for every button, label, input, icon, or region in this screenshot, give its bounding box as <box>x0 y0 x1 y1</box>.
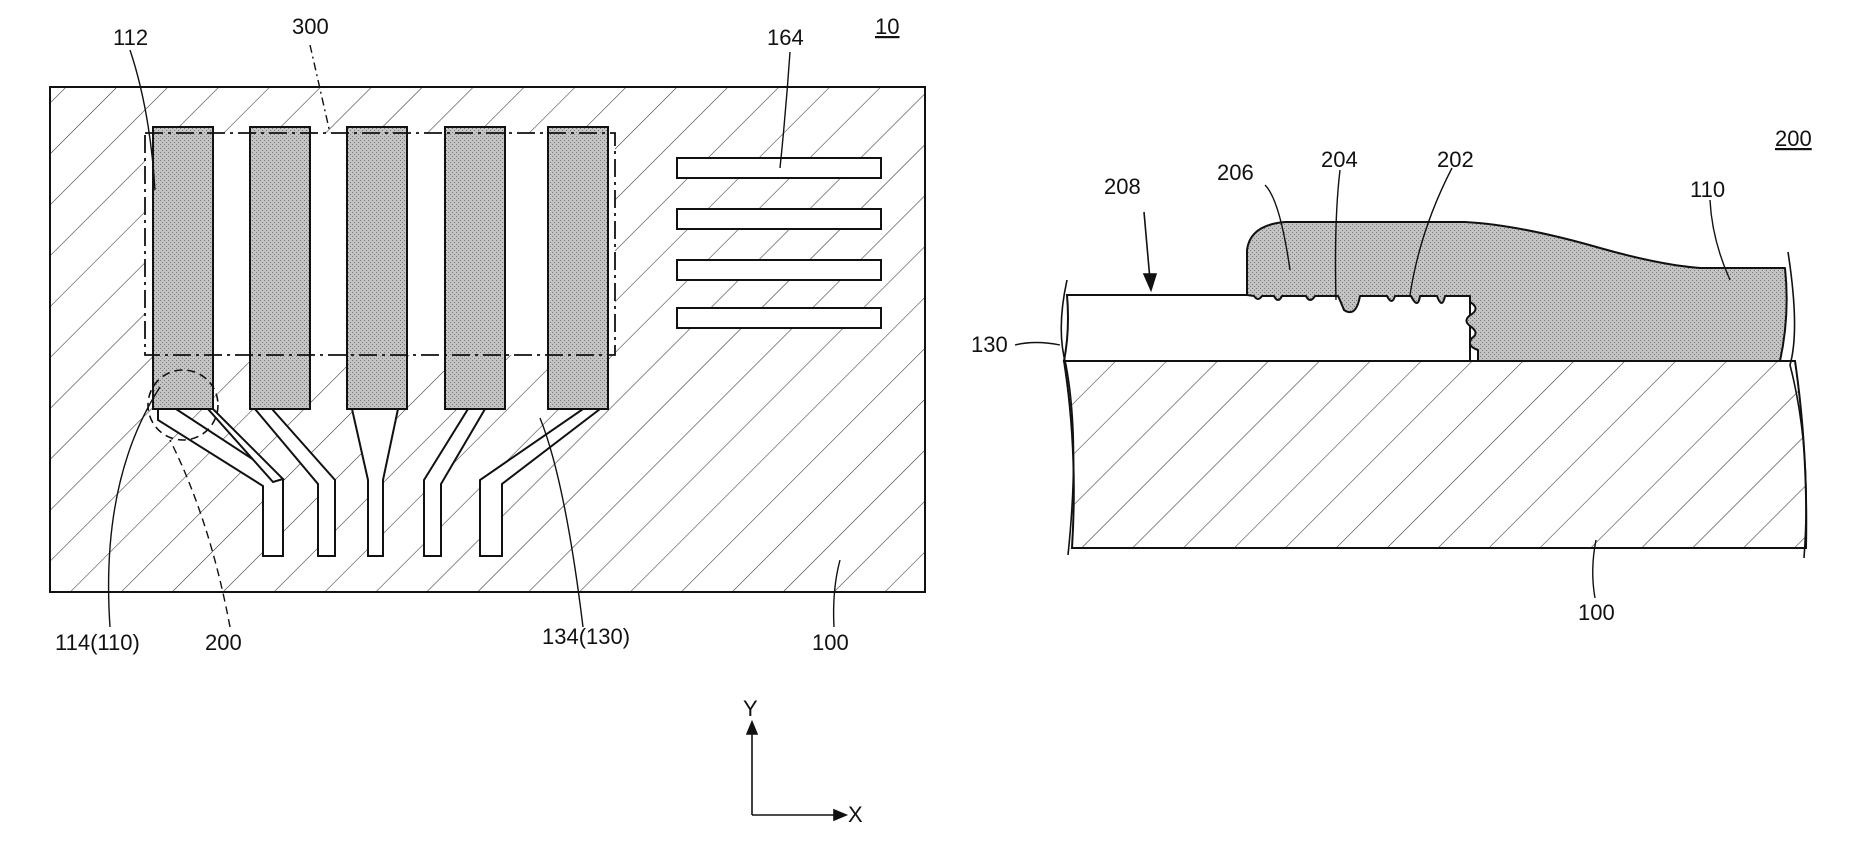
label-202: 202 <box>1437 147 1474 172</box>
label-300: 300 <box>292 14 329 39</box>
layer-130 <box>1064 295 1470 361</box>
arrow-208 <box>1144 212 1156 290</box>
label-100-left: 100 <box>812 630 849 655</box>
label-110: 110 <box>1690 177 1725 202</box>
left-figure: 112 300 10 164 114(110) 200 134(130) 100… <box>50 14 925 827</box>
arrow-208-icon <box>1144 274 1156 290</box>
label-204: 204 <box>1321 147 1358 172</box>
right-figure: 200 208 206 204 202 110 130 100 <box>971 126 1812 625</box>
substrate-100-right <box>1064 361 1806 548</box>
label-134-130: 134(130) <box>542 624 630 649</box>
label-10: 10 <box>875 14 899 39</box>
label-206: 206 <box>1217 160 1254 185</box>
axes-indicator <box>747 722 846 820</box>
label-114-110: 114(110) <box>55 630 140 655</box>
y-arrow-icon <box>747 722 757 734</box>
label-100-right: 100 <box>1578 600 1615 625</box>
label-112: 112 <box>113 25 148 50</box>
leader-130 <box>1015 343 1060 346</box>
label-200-ref: 200 <box>1775 126 1812 151</box>
x-arrow-icon <box>834 810 846 820</box>
axis-x-label: X <box>848 802 863 827</box>
label-208: 208 <box>1104 174 1141 199</box>
label-130: 130 <box>971 332 1008 357</box>
axis-y-label: Y <box>743 696 758 721</box>
label-164: 164 <box>767 25 804 50</box>
label-200-circle: 200 <box>205 630 242 655</box>
